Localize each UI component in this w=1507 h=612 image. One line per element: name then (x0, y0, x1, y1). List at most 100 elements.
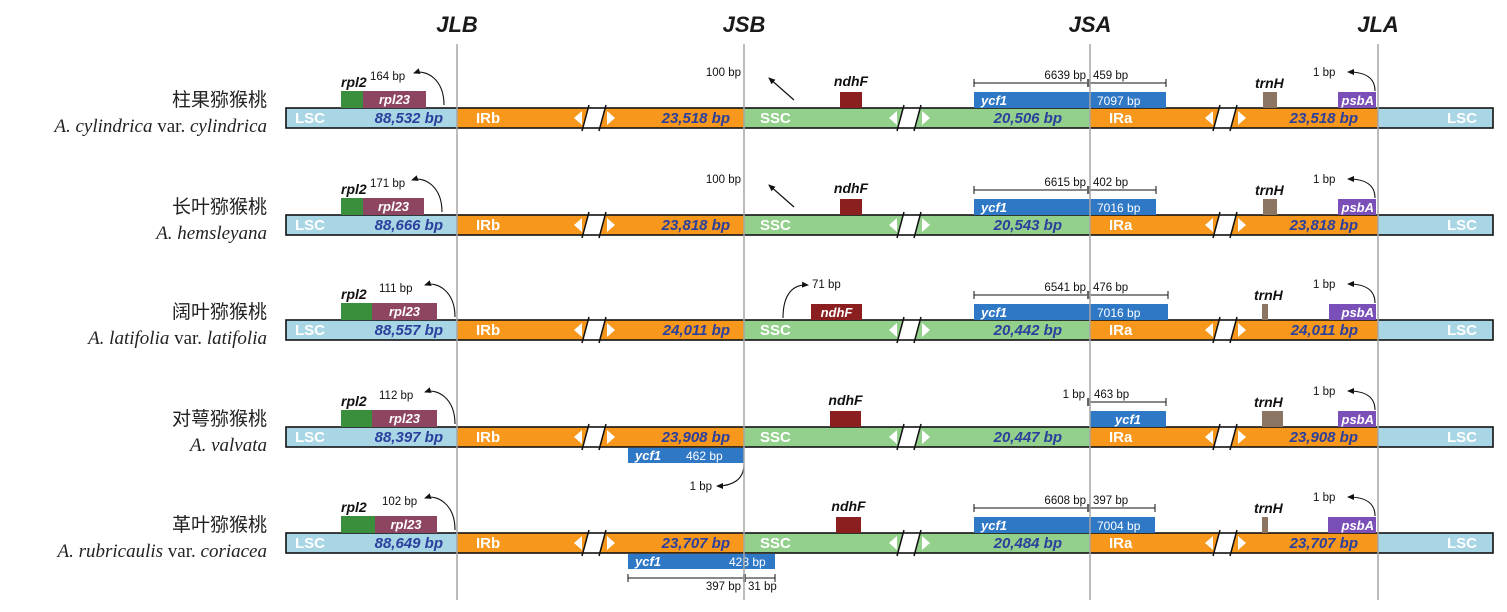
gene-label-rpl2: rpl2 (341, 181, 367, 197)
segment-label-ira: IRa (1109, 322, 1133, 339)
rpl2-arrow (424, 493, 456, 531)
gene-label-psbA: psbA (1341, 518, 1375, 533)
ira-length: 23,707 bp (1289, 535, 1358, 552)
segment-label-lsc: LSC (1447, 429, 1477, 446)
break-line (1229, 529, 1238, 557)
ycf1-fragment-arrow (716, 463, 745, 489)
junction-label-jsa: JSA (1069, 12, 1112, 37)
break-gap (582, 108, 606, 128)
ndhF-arrow (782, 281, 809, 319)
ira-length: 23,518 bp (1289, 110, 1358, 127)
ira-length: 23,818 bp (1289, 217, 1358, 234)
ycf1-fragment-distance: 1 bp (690, 481, 712, 493)
break-line (1229, 211, 1238, 239)
species-name-part: A. hemsleyana (154, 223, 267, 244)
gene-rpl2 (341, 410, 372, 427)
genome-outline (285, 532, 1494, 554)
rpl2-distance: 112 bp (379, 390, 413, 402)
break-gap (1213, 427, 1237, 447)
ycf1-left-distance: 6541 bp (1044, 282, 1086, 294)
break-arrow (922, 430, 930, 444)
break-arrow (607, 218, 615, 232)
ycf1-left-distance: 6639 bp (1044, 70, 1086, 82)
segment-label-lsc: LSC (1447, 535, 1477, 552)
ycf1-length: 7004 bp (1097, 519, 1141, 533)
lsc-length: 88,649 bp (375, 535, 443, 552)
gene-label-rpl2: rpl2 (341, 286, 367, 302)
break-line (896, 423, 905, 451)
break-line (581, 529, 590, 557)
break-arrow (1238, 323, 1246, 337)
gene-psbA (1338, 199, 1376, 215)
break-arrow (574, 430, 582, 444)
break-arrow (607, 430, 615, 444)
break-line (1229, 316, 1238, 344)
break-line (1212, 211, 1221, 239)
ssc-length: 20,447 bp (993, 429, 1062, 446)
segment-lsc-right (1378, 427, 1493, 447)
segment-lsc-right (1378, 215, 1493, 235)
break-gap (897, 427, 921, 447)
gene-label-rpl23: rpl23 (378, 199, 410, 214)
ndhF-distance: 71 bp (812, 279, 841, 291)
segment-label-lsc: LSC (295, 535, 325, 552)
rpl2-distance: 111 bp (379, 283, 412, 295)
psbA-arrow (1347, 494, 1376, 517)
psbA-arrow (1347, 176, 1376, 199)
segment-label-lsc: LSC (295, 217, 325, 234)
segment-lsc-right (1378, 320, 1493, 340)
break-arrow (889, 430, 897, 444)
break-arrow (922, 323, 930, 337)
gene-rpl23 (372, 410, 437, 427)
break-arrow (922, 218, 930, 232)
break-gap (897, 108, 921, 128)
break-arrow (1205, 323, 1213, 337)
gene-label-rpl2: rpl2 (341, 74, 367, 90)
gene-rpl23 (363, 198, 424, 215)
gene-rpl23 (375, 516, 437, 533)
gene-label-ycf1: ycf1 (980, 200, 1007, 215)
break-arrow (889, 536, 897, 550)
segment-lsc-left (286, 320, 457, 340)
irb-length: 23,707 bp (661, 535, 730, 552)
species-name-latin: A. rubricaulis var. coriacea (55, 541, 267, 562)
species-name-part: var. (163, 541, 200, 562)
break-gap (582, 533, 606, 553)
break-line (896, 316, 905, 344)
gene-psbA (1338, 92, 1376, 108)
gene-ycf1 (974, 304, 1168, 320)
ycf1-right-distance: 402 bp (1093, 177, 1128, 189)
gene-label-psbA: psbA (1341, 200, 1375, 215)
gene-label-rpl2: rpl2 (341, 393, 367, 409)
ycf1-length: 7016 bp (1097, 306, 1141, 320)
break-line (1212, 529, 1221, 557)
gene-rpl2 (341, 91, 363, 108)
break-line (598, 316, 607, 344)
psbA-distance: 1 bp (1313, 174, 1335, 186)
gene-label-rpl2: rpl2 (341, 499, 367, 515)
break-gap (582, 320, 606, 340)
gene-label-psbA: psbA (1341, 305, 1375, 320)
ycf1-split-marker (1087, 504, 1090, 512)
break-line (1212, 423, 1221, 451)
genome-outline (285, 319, 1494, 341)
gene-rpl2 (341, 516, 375, 533)
gene-label-ndhF: ndhF (828, 392, 863, 408)
segment-lsc-left (286, 533, 457, 553)
ycf1-right-distance: 397 bp (1093, 495, 1128, 507)
break-arrow (574, 536, 582, 550)
break-arrow (1205, 218, 1213, 232)
gene-ycf1-fragment (628, 448, 744, 463)
gene-ndhF (840, 92, 862, 108)
ycf1-left-distance: 6615 bp (1044, 177, 1086, 189)
gene-label-trnH: trnH (1254, 500, 1284, 516)
break-line (913, 104, 922, 132)
species-name-part: coriacea (201, 541, 267, 562)
segment-label-lsc: LSC (1447, 110, 1477, 127)
gene-rpl23 (372, 303, 437, 320)
ycf1-fragment-length: 462 bp (686, 449, 723, 463)
segment-label-lsc: LSC (295, 429, 325, 446)
segment-lsc-right (1378, 533, 1493, 553)
gene-rpl23 (363, 91, 426, 108)
